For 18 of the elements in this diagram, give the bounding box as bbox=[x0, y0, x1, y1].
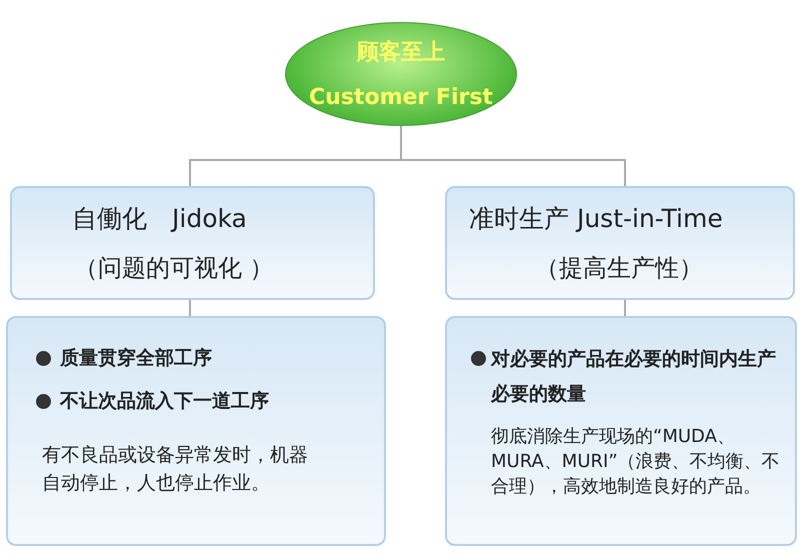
content-box bbox=[6, 316, 386, 546]
heading-text: 顾客至上 bbox=[356, 38, 446, 67]
header-box bbox=[10, 186, 375, 300]
connector-line bbox=[624, 300, 626, 316]
connector-line bbox=[189, 300, 191, 316]
heading-text: 准时生产 Just-in-Time bbox=[469, 203, 723, 235]
content-box bbox=[445, 316, 797, 546]
bullet-text: 质量贯穿全部工序 bbox=[60, 346, 212, 371]
connector-line bbox=[400, 126, 626, 186]
bullet-text: 对必要的产品在必要的时间内生产必要的数量 bbox=[491, 347, 776, 408]
subheading-text: （提高生产性） bbox=[535, 253, 703, 284]
heading-text: Customer First bbox=[308, 85, 494, 110]
subheading-text: （问题的可视化 ） bbox=[74, 253, 274, 284]
description-text: 有不良品或设备异常发时，机器自动停止，人也停止作业。 bbox=[42, 443, 309, 496]
description-text: 彻底消除生产现场的“MUDA、MURA、MURI”（浪费、不均衡、不合理），高效地制造良好的产品。 bbox=[491, 425, 781, 500]
bullet-text: 不让次品流入下一道工序 bbox=[60, 389, 269, 414]
heading-text: 自働化 Jidoka bbox=[72, 203, 247, 235]
header-box bbox=[445, 186, 795, 300]
